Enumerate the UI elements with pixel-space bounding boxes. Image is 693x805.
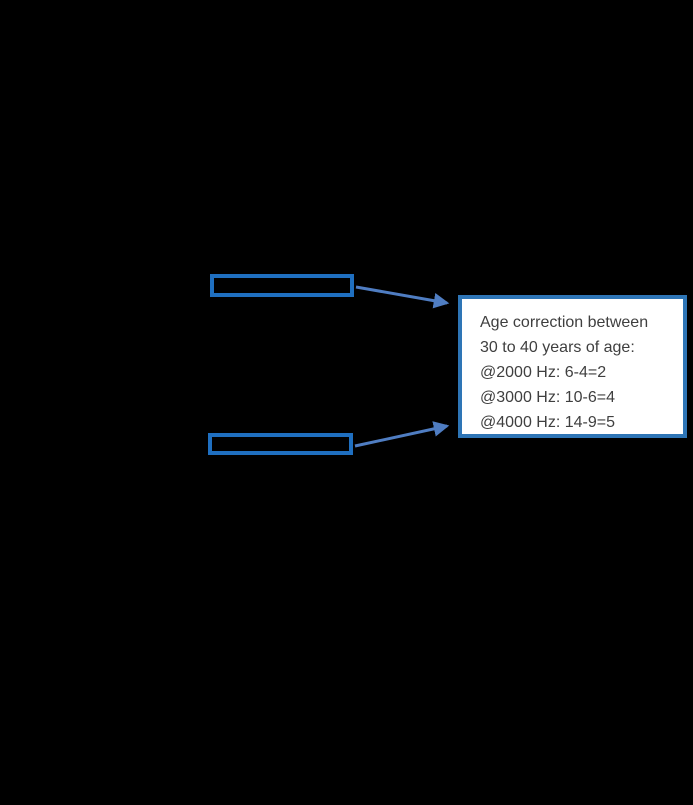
callout-line-5: @4000 Hz: 14-9=5 [480, 414, 615, 431]
arrow-right-connector-bottom [354, 421, 450, 448]
callout-line-2: 30 to 40 years of age: [480, 339, 635, 356]
callout-line-4: @3000 Hz: 10-6=4 [480, 389, 615, 406]
callout-line-3: @2000 Hz: 6-4=2 [480, 364, 607, 381]
highlight-rect-bottom [208, 433, 353, 455]
age-correction-callout: Age correction between 30 to 40 years of… [458, 295, 687, 438]
highlight-rect-top [210, 274, 354, 297]
arrow-right-connector-top [355, 285, 450, 309]
callout-line-1: Age correction between [480, 314, 649, 331]
